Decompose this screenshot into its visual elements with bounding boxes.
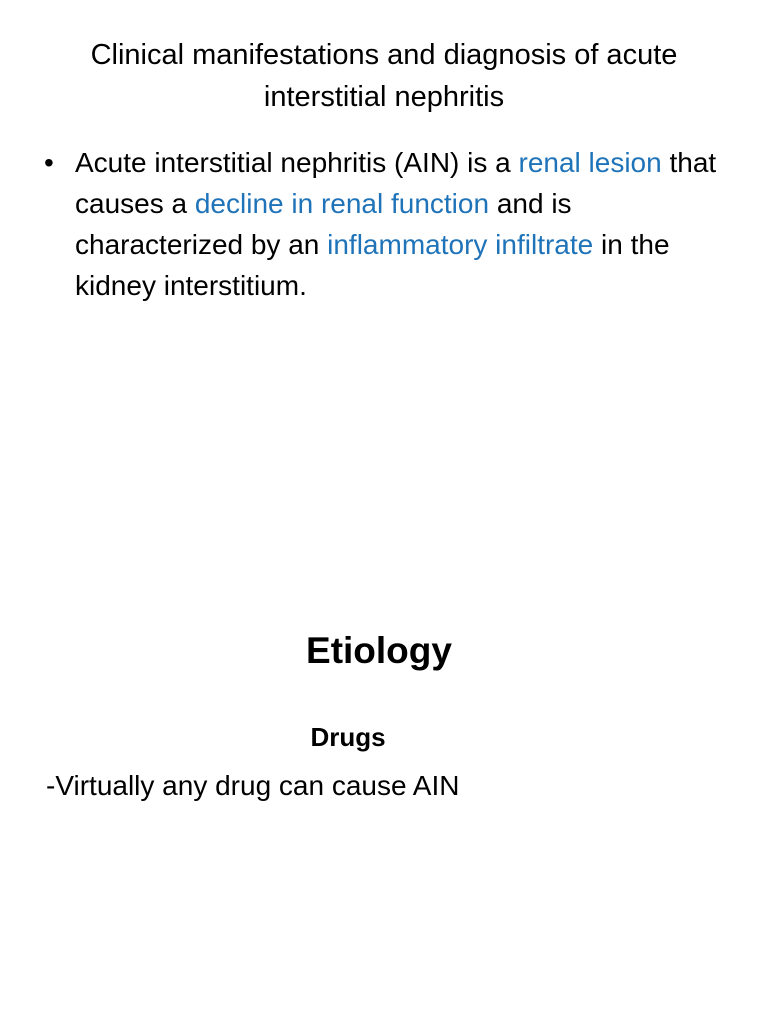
highlight-inflammatory-infiltrate: inflammatory infiltrate [327, 229, 594, 260]
highlight-renal-lesion: renal lesion [518, 147, 662, 178]
sub-heading-drugs: Drugs [310, 722, 386, 752]
bullet-list: • Acute interstitial nephritis (AIN) is … [44, 142, 724, 306]
highlight-decline-renal-function: decline in renal function [194, 188, 490, 219]
bullet-text-3: and is characterized by an [75, 188, 572, 260]
bullet-text-2: that causes a [75, 147, 717, 219]
body-line-drugs: -Virtually any drug can cause AIN [46, 770, 460, 801]
bullet-text-4: in the kidney interstitium. [75, 229, 670, 301]
bullet-text-1: Acute interstitial nephritis (AIN) is a [75, 147, 519, 178]
slide-title: Clinical manifestations and diagnosis of… [90, 39, 678, 113]
bullet-item: • Acute interstitial nephritis (AIN) is … [44, 142, 724, 306]
section-heading-etiology: Etiology [306, 630, 452, 671]
bullet-dot-icon: • [44, 147, 54, 178]
